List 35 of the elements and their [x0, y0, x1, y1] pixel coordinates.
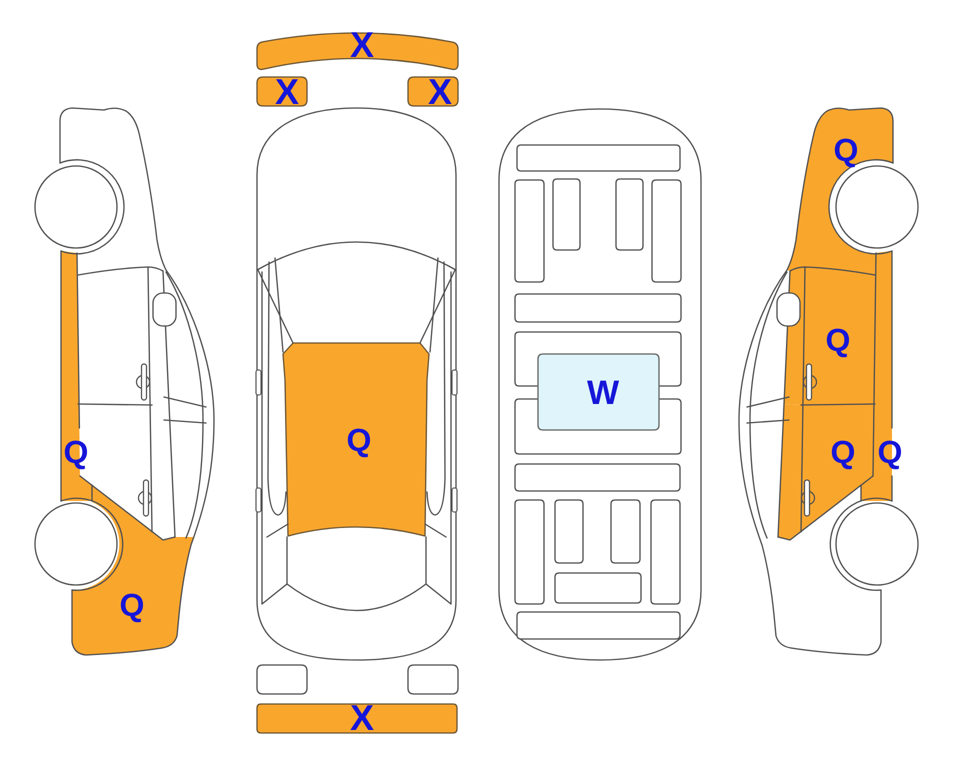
underbody-panel [516, 144, 681, 172]
underbody-panel [514, 179, 545, 283]
underbody-panel [615, 178, 644, 251]
part-code: Q [826, 324, 850, 356]
lamp-panel [256, 664, 308, 695]
part-code: Q [120, 589, 144, 621]
underbody-panel [554, 499, 584, 564]
part-code: X [350, 27, 374, 63]
rocker-panel [860, 250, 904, 502]
underbody-panel [651, 179, 682, 283]
part-code: X [350, 700, 374, 736]
part-code: Q [834, 134, 858, 166]
bumper-panel [255, 30, 460, 73]
part-code: W [586, 376, 620, 410]
lamp-panel [407, 76, 459, 107]
part-code: Q [346, 424, 372, 456]
underbody-panel [514, 293, 682, 323]
bumper-panel [256, 703, 458, 734]
underbody-panel [554, 572, 642, 604]
underbody-panel [537, 353, 660, 431]
rocker-panel [60, 250, 94, 503]
underbody-panel [552, 178, 581, 251]
underbody-panel [610, 499, 641, 564]
fender-panel [70, 484, 196, 657]
roof-panel [282, 342, 430, 538]
underbody-panel [514, 463, 681, 492]
lamp-panel [256, 76, 308, 107]
underbody-panel [650, 499, 681, 605]
part-code: Q [830, 436, 856, 468]
underbody-panel [514, 499, 545, 605]
lamp-panel [407, 664, 459, 695]
part-code: X [275, 74, 299, 110]
door-panel [777, 403, 876, 541]
underbody-panel [516, 611, 681, 640]
part-code: X [428, 74, 452, 110]
